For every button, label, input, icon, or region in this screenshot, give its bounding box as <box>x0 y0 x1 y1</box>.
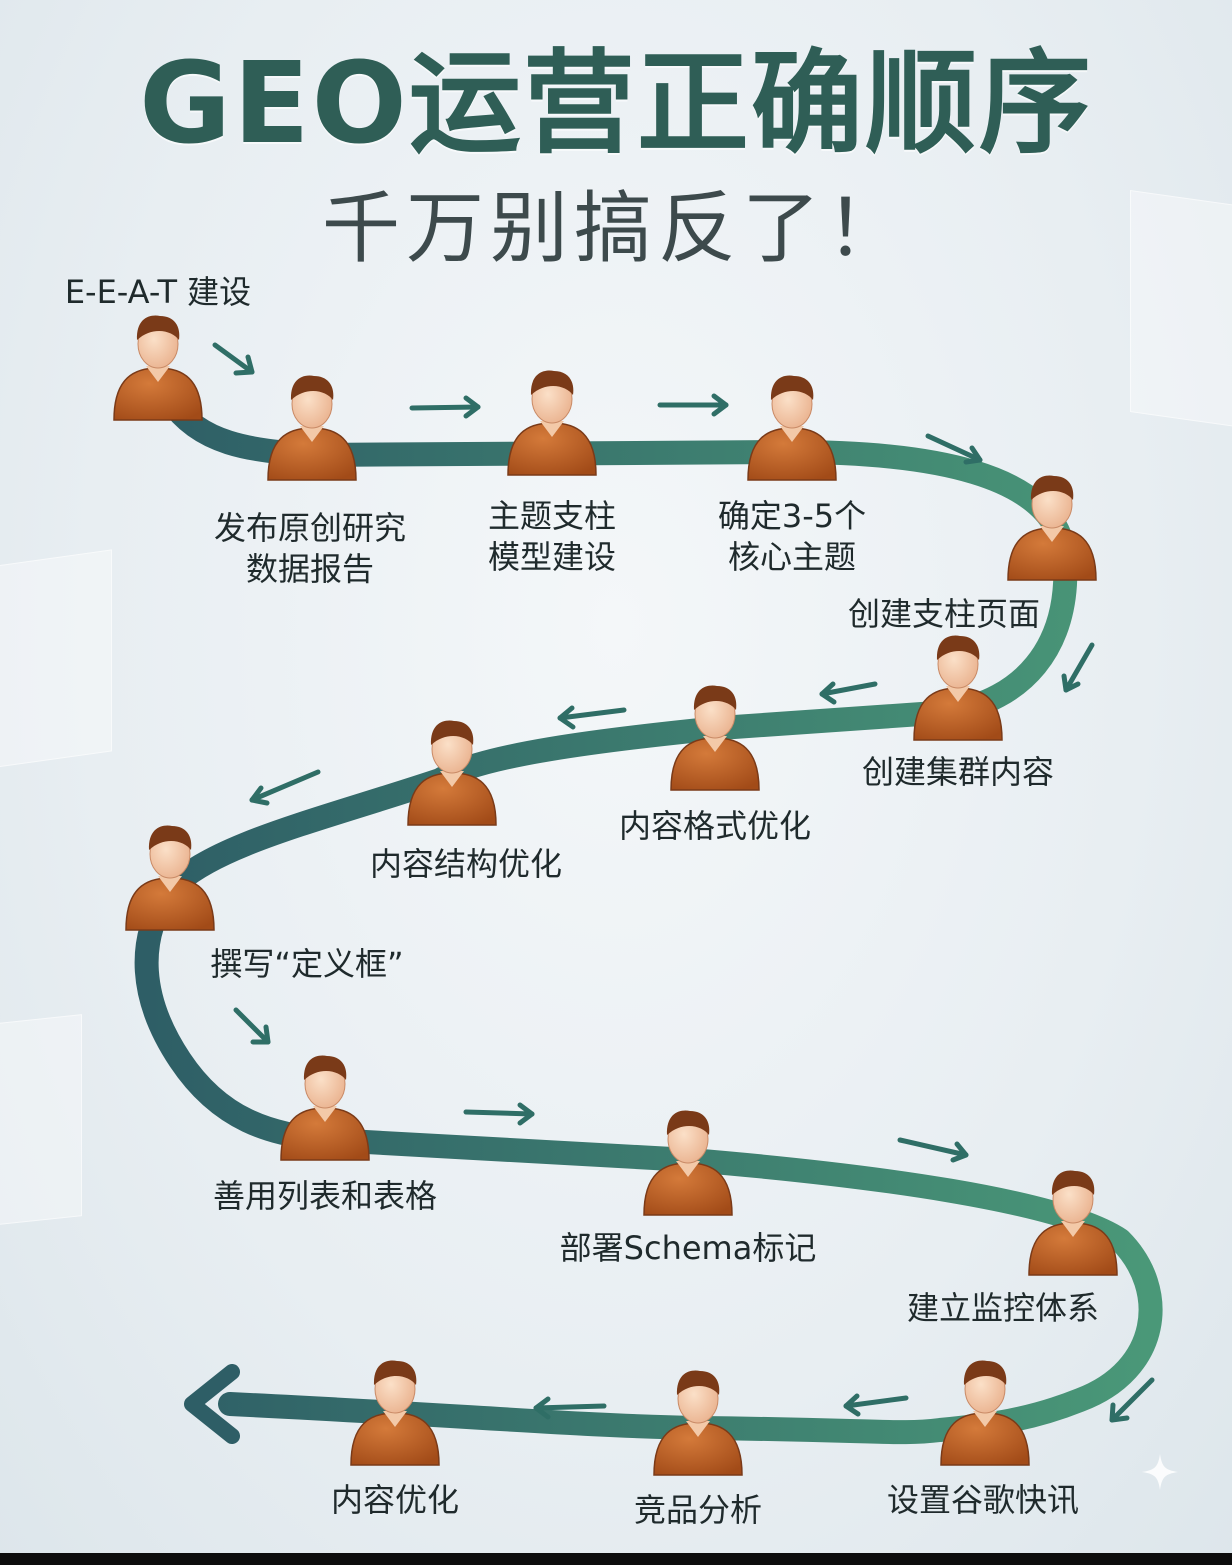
person-icon <box>350 1360 440 1466</box>
person-icon <box>125 825 215 931</box>
step-label-schema: 部署Schema标记 <box>559 1229 817 1267</box>
person-icon <box>1028 1170 1118 1276</box>
step-label-eeat: E-E-A-T 建设 <box>64 273 252 311</box>
page-title: GEO运营正确顺序 <box>139 39 1093 169</box>
arrow-icon <box>533 1396 607 1420</box>
arrow-icon <box>249 769 321 806</box>
person-icon <box>940 1360 1030 1466</box>
person-icon <box>1007 475 1097 581</box>
person-icon <box>407 720 497 826</box>
person-icon <box>280 1055 370 1161</box>
person-icon <box>507 370 597 476</box>
arrow-icon <box>409 395 481 419</box>
step-label-monitoring: 建立监控体系 <box>906 1289 1100 1327</box>
arrow-icon <box>925 433 983 465</box>
step-label-google-alerts: 设置谷歌快讯 <box>886 1481 1080 1519</box>
person-icon <box>913 635 1003 741</box>
arrow-icon <box>557 705 627 730</box>
person-icon <box>113 315 203 421</box>
arrow-icon <box>212 342 255 376</box>
arrow-icon <box>1109 1377 1155 1423</box>
sparkle-icon <box>1142 1454 1178 1490</box>
arrow-icon <box>843 1393 909 1417</box>
arrow-icon <box>657 393 729 417</box>
page-subtitle: 千万别搞反了！ <box>321 184 910 274</box>
step-markers <box>113 315 1118 1476</box>
person-icon <box>670 685 760 791</box>
step-label-original-research: 发布原创研究数据报告 <box>213 509 407 588</box>
direction-arrows <box>212 342 1155 1423</box>
person-icon <box>643 1110 733 1216</box>
final-arrowhead <box>184 1364 240 1444</box>
person-icon <box>747 375 837 481</box>
step-label-content-optimization: 内容优化 <box>330 1481 460 1519</box>
person-icon <box>653 1370 743 1476</box>
step-label-cluster-content: 创建集群内容 <box>861 753 1055 791</box>
bottom-bar <box>0 1553 1232 1565</box>
step-label-pillar-page: 创建支柱页面 <box>847 595 1041 633</box>
step-label-definition-box: 撰写“定义框” <box>210 945 404 983</box>
person-icon <box>267 375 357 481</box>
step-label-format-optimization: 内容格式优化 <box>618 807 812 845</box>
step-label-lists-tables: 善用列表和表格 <box>212 1177 438 1215</box>
arrow-icon <box>897 1137 969 1163</box>
step-label-core-topics: 确定3-5个核心主题 <box>717 497 867 576</box>
step-label-competitor-analysis: 竞品分析 <box>633 1491 763 1529</box>
arrow-icon <box>463 1102 535 1126</box>
arrow-icon <box>233 1007 271 1045</box>
arrow-icon <box>1061 642 1095 693</box>
arrow-icon <box>819 681 878 705</box>
step-label-topic-pillar: 主题支柱模型建设 <box>487 497 617 576</box>
step-label-structure-optimization: 内容结构优化 <box>369 845 563 883</box>
